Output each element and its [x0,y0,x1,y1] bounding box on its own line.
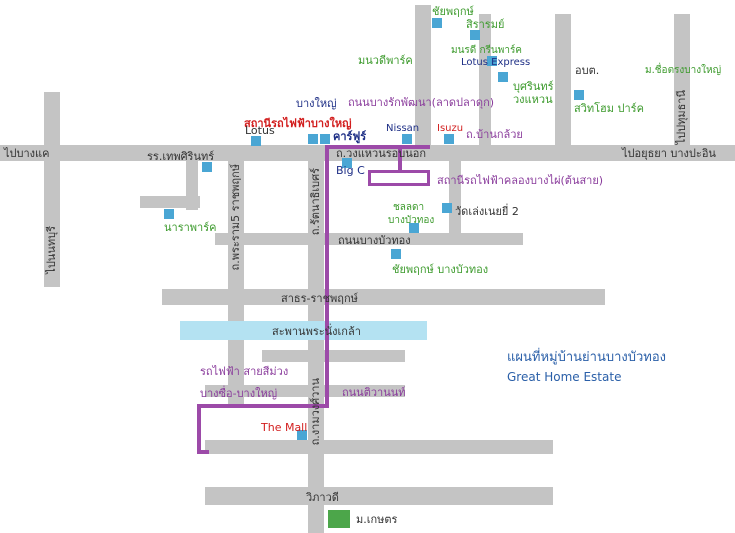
label-big-c: Big C [336,164,365,177]
label-bang-yai-station: สถานีรถไฟฟ้าบางใหญ่ [244,117,352,130]
road-bankluai [479,14,491,145]
label-chaiyaphruek-bbt: ชัยพฤกษ์ บางบัวทอง [392,263,489,276]
purple-line-route-top [325,145,430,149]
road-bangrakphatthana [415,5,431,145]
label-to-bangkhae: ไปบางแค [4,147,50,160]
marker-nara-park [164,209,174,219]
label-carrefour: คาร์ฟูร์ [333,130,367,143]
road-vibhavadi [205,487,553,505]
map-title-thai: แผนที่หมู่บ้านย่านบางบัวทอง [507,350,667,365]
label-bang-yai: บางใหญ่ [296,97,337,110]
label-siriram: สิรารมย์ [466,18,505,31]
marker-carrefour [308,134,318,144]
label-to-nonthaburi: ไปนนทบุรี [45,226,58,274]
label-ratanathibet: ถ.รัตนาธิเบศร์ [309,168,322,236]
road-left-vertical [44,92,60,287]
river-bridge [180,321,427,340]
label-ratchaphruek-road: ถ.พระราม5 ราชพฤกษ์ [229,164,242,271]
road-pathum [674,14,690,145]
road-ratchaphruek-junction [162,289,605,305]
label-nissan: Nissan [386,123,420,134]
road-short-2 [205,385,405,397]
road-tiwanon [205,440,553,454]
label-bussarin: บุศรินทร์ [513,80,554,93]
label-wat-leng: วัดเล่งเนยยี่ 2 [455,205,519,218]
label-chonlada: ชลลดา [393,202,425,213]
purple-line-route-vertical [325,145,329,408]
marker-wat-leng [442,203,452,213]
road-main-highway [0,145,735,161]
label-to-ayutthaya: ไปอยุธยา บางปะอิน [622,147,716,160]
label-nara-park: นาราพาร์ค [164,221,217,234]
marker-monrudee [487,56,497,66]
label-kasetsart: ม.เกษตร [356,513,398,526]
label-lotus-express: Lotus Express [461,57,531,68]
label-monrudee: มนรดี กรีนพาร์ค [451,45,523,56]
label-rr-thep: รร.เทพศิรินทร์ [147,150,215,163]
label-wongwaen-village: วงแหวน [513,93,553,106]
marker-chonlada [409,223,419,233]
purple-line-route-drop [398,145,402,170]
klong-bang-phai-station-box [368,170,430,186]
label-mueang-sue: ม.ชื่อตรงบางใหญ่ [645,65,722,76]
map-title-english: Great Home Estate [507,370,622,384]
marker-chaiyaphruek-top [432,18,442,28]
marker-switch-home [574,90,584,100]
purple-line-route-left [197,404,201,454]
road-left-branch [140,196,200,208]
label-chaiyaphruek-top: ชัยพฤกษ์ [432,5,474,18]
label-the-mall: The Mall [261,421,308,434]
label-purple-line-2: บางซื่อ-บางใหญ่ [200,387,278,400]
label-purple-line: รถไฟฟ้า สายสีม่วง [200,365,289,378]
marker-big-c [342,158,352,168]
marker-kasetsart [328,510,350,528]
label-manawadee: มนวดีพาร์ค [358,54,413,67]
road-left-branch-v [186,160,198,210]
road-short-1 [262,350,405,362]
marker-isuzu [444,134,454,144]
label-lotus: Lotus [245,124,275,137]
marker-bussarin [498,72,508,82]
road-ratchaphruek [228,145,244,405]
label-klong-bang-phai: สถานีรถไฟฟ้าคลองบางไผ่(ต้นสาย) [437,174,604,187]
label-ban-kluai: ถ.บ้านกล้วย [466,128,523,141]
label-wongwaen: ถ.วงแหวนรอบนอก [336,147,427,160]
purple-line-route-bottom [197,404,329,408]
road-watleng [449,160,461,235]
label-bangrakphatthana: ถนนบางรักพัฒนา(ลาดปลาดุก) [348,96,495,109]
road-obt [555,14,571,145]
label-nonthaburi-bridge: สะพานพระนั่งเกล้า [272,325,361,338]
label-obt: อบต. [575,64,600,77]
marker-lotus [251,136,261,146]
marker-siriram [470,30,480,40]
marker-nissan [402,134,412,144]
label-tiwanon: ถนนติวานนท์ [342,386,406,399]
marker-carrefour-2 [320,134,330,144]
label-bangbuathong-road: ถนนบางบัวทอง [338,234,411,247]
marker-chaiyaphruek-bbt [391,249,401,259]
label-ngamwongwan: ถ.งามวงศ์วาน [309,378,322,446]
label-isuzu: Isuzu [437,123,464,134]
label-to-pathumthani: ไปปทุมธานี [675,90,688,145]
road-bangbuathong [215,233,523,245]
marker-the-mall [297,430,307,440]
label-vibhavadi: วิภาวดี [306,491,339,504]
label-chonlada-2: บางบัวทอง [388,215,435,226]
label-switch-home: สวิทโฮม ปาร์ค [574,102,644,115]
label-ratchaphruek-junction: สาธร-ราชพฤกษ์ [281,292,358,305]
marker-rr-thep [202,162,212,172]
purple-line-route-end [197,450,209,454]
